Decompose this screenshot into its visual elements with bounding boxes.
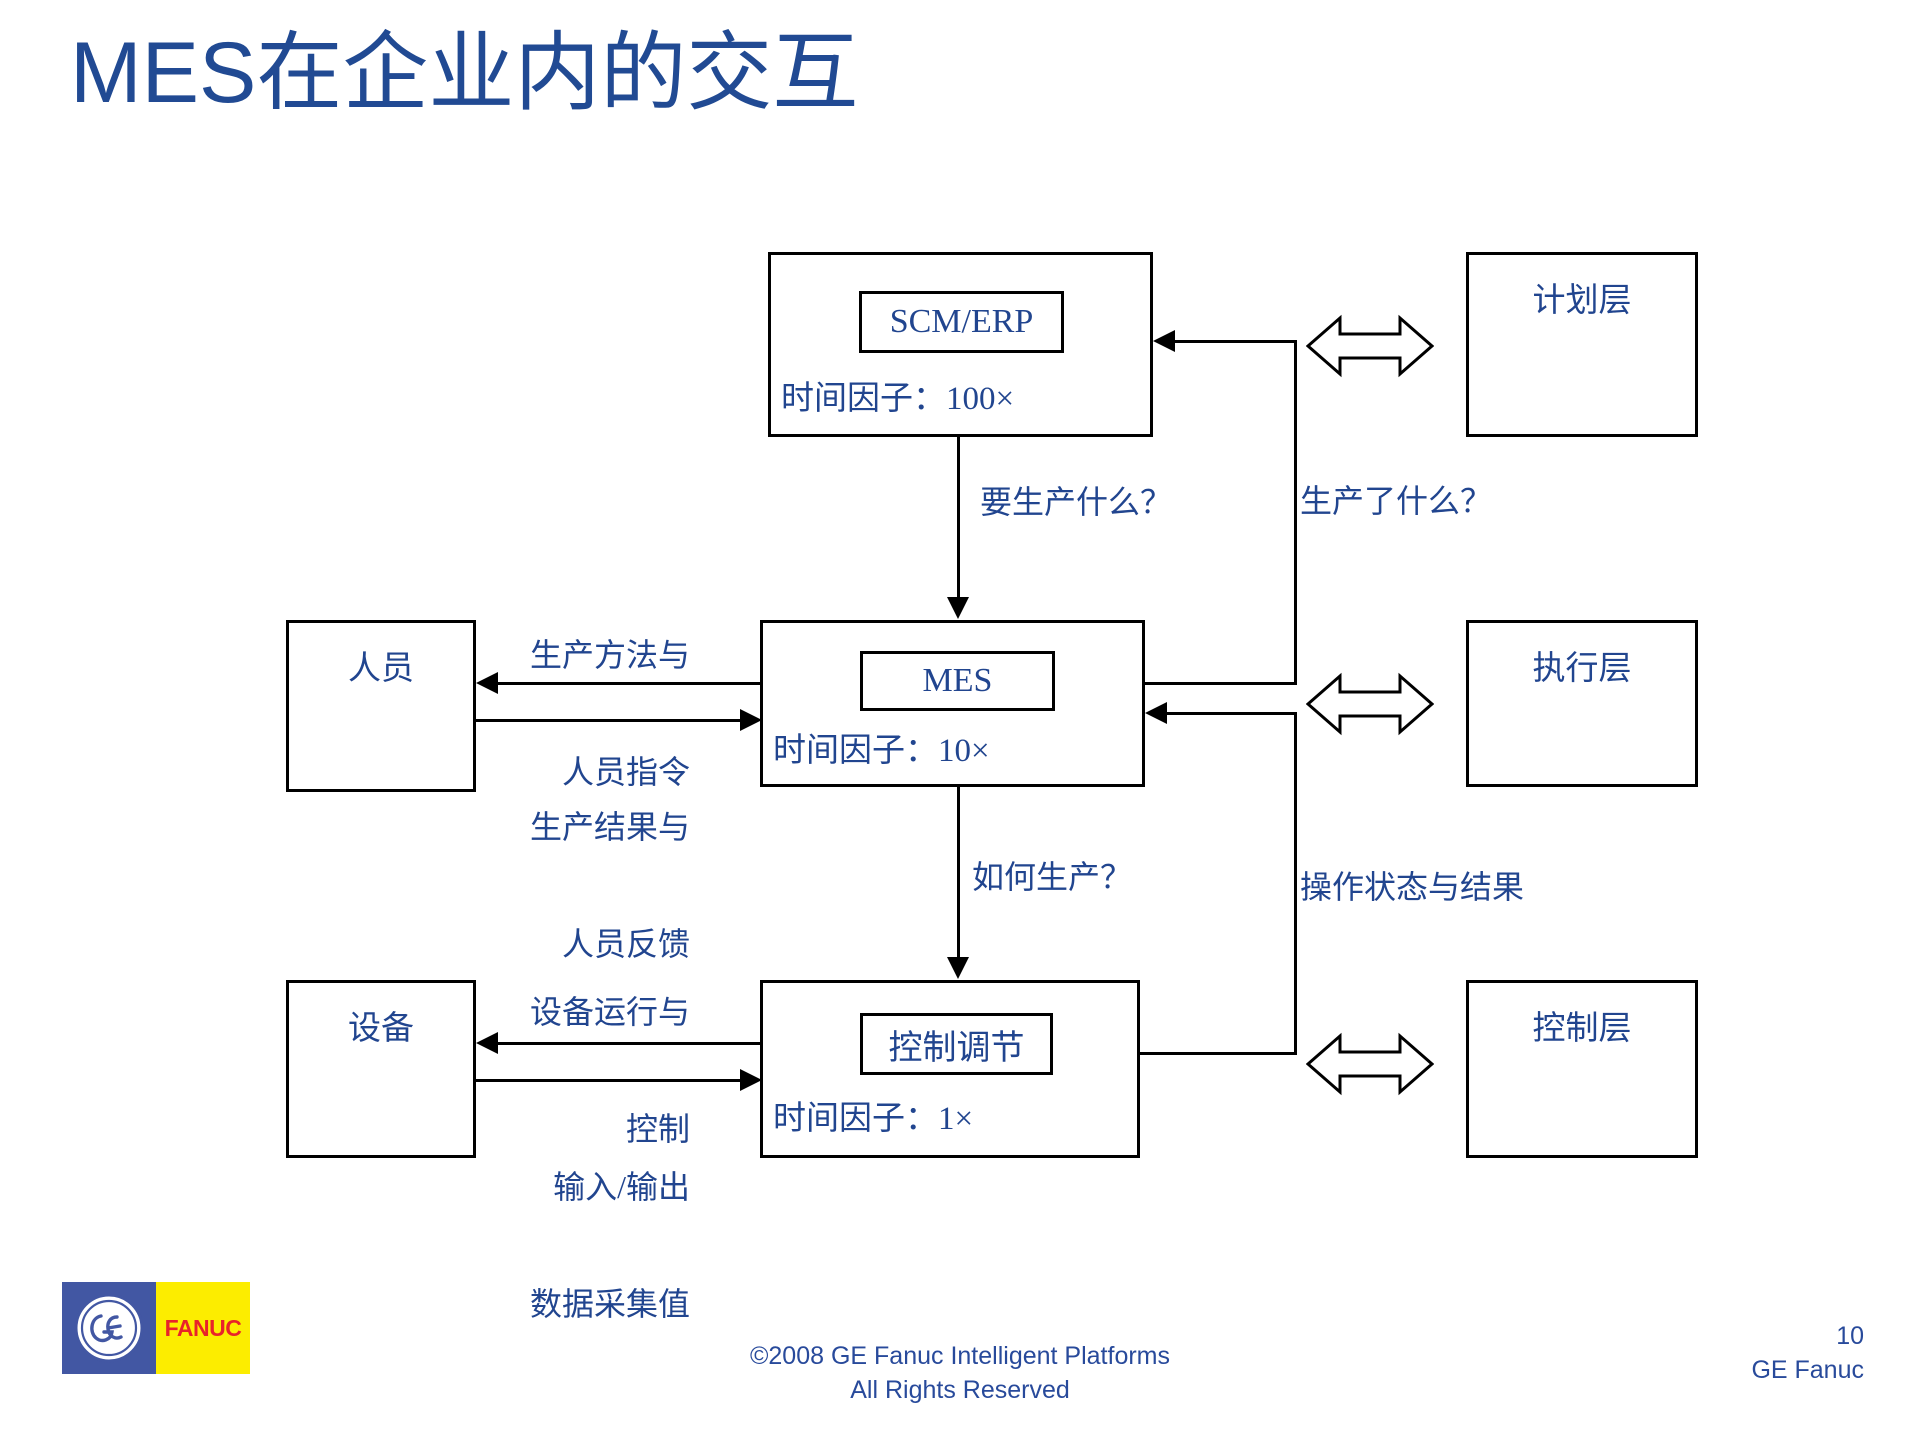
footer-copyright-line1: ©2008 GE Fanuc Intelligent Platforms <box>749 1342 1171 1370</box>
flow-label-what-to-produce: 要生产什么？ <box>980 484 1173 520</box>
feedback-mes-to-scm-vline <box>1294 340 1297 682</box>
control-to-equipment-line <box>498 1042 762 1045</box>
layer-box-control-label: 控制层 <box>1532 1011 1632 1047</box>
footer-copyright-line2: All Rights Reserved <box>850 1375 1070 1404</box>
ge-fanuc-logo: FANUC <box>62 1282 250 1374</box>
connector-scm-to-mes-line <box>957 437 960 597</box>
actor-box-personnel-label: 人员 <box>348 651 414 687</box>
feedback-control-to-mes-top-hline <box>1167 712 1297 715</box>
flow-label-io-data-line1: 输入/输出 <box>553 1169 690 1206</box>
flow-label-io-data-line2: 数据采集值 <box>529 1286 690 1323</box>
flow-label-equipment-run-line2: 控制 <box>625 1111 690 1148</box>
flow-label-production-method-line1: 生产方法与 <box>529 637 690 674</box>
feedback-mes-to-scm-arrowhead <box>1153 330 1175 352</box>
flow-label-how-to-produce: 如何生产？ <box>972 859 1133 895</box>
center-box-scm-erp-label: SCM/ERP <box>859 291 1064 353</box>
equipment-to-control-line <box>476 1079 740 1082</box>
center-box-control-adjust: 控制调节 时间因子：1× <box>760 980 1140 1158</box>
mes-to-personnel-line <box>498 682 762 685</box>
double-arrow-execution <box>1306 668 1434 740</box>
layer-box-planning-label: 计划层 <box>1532 283 1632 319</box>
layer-box-planning: 计划层 <box>1466 252 1698 437</box>
actor-box-equipment-label: 设备 <box>348 1011 414 1047</box>
layer-box-control: 控制层 <box>1466 980 1698 1158</box>
center-box-mes: MES 时间因子：10× <box>760 620 1145 787</box>
center-box-control-adjust-time-factor: 时间因子：1× <box>773 1101 974 1137</box>
personnel-to-mes-line <box>476 719 740 722</box>
center-box-mes-time-factor: 时间因子：10× <box>773 733 990 769</box>
flow-label-what-was-produced: 生产了什么？ <box>1300 483 1493 519</box>
flow-label-production-result-line2: 人员反馈 <box>561 926 690 963</box>
center-box-scm-erp: SCM/ERP 时间因子：100× <box>768 252 1153 437</box>
flow-label-equipment-run: 设备运行与 控制 <box>440 915 690 1227</box>
personnel-to-mes-arrowhead <box>740 709 762 731</box>
fanuc-wordmark: FANUC <box>156 1282 250 1374</box>
feedback-mes-to-scm-top-hline <box>1175 340 1297 343</box>
flow-label-production-result: 生产结果与 人员反馈 <box>440 730 690 1042</box>
page-number: 10 <box>1836 1322 1864 1350</box>
flow-label-production-result-line1: 生产结果与 <box>529 809 690 846</box>
feedback-control-to-mes-bottom-hline <box>1138 1052 1297 1055</box>
ge-monogram-icon <box>62 1282 156 1374</box>
footer-page-info: 10 GE Fanuc <box>1751 1320 1864 1388</box>
connector-mes-to-control-line <box>957 787 960 957</box>
page-title: MES在企业内的交互 <box>70 25 859 121</box>
double-arrow-planning <box>1306 310 1434 382</box>
layer-box-execution-label: 执行层 <box>1532 651 1632 687</box>
connector-mes-to-control-arrowhead <box>947 957 969 979</box>
center-box-mes-label: MES <box>860 651 1055 711</box>
center-box-scm-erp-time-factor: 时间因子：100× <box>781 381 1015 417</box>
control-to-equipment-arrowhead <box>476 1032 498 1054</box>
layer-box-execution: 执行层 <box>1466 620 1698 787</box>
feedback-control-to-mes-vline <box>1294 712 1297 1052</box>
fanuc-wordmark-text: FANUC <box>164 1314 242 1341</box>
double-arrow-control <box>1306 1028 1434 1100</box>
flow-label-equipment-run-line1: 设备运行与 <box>529 994 690 1031</box>
actor-box-personnel: 人员 <box>286 620 476 792</box>
mes-to-personnel-arrowhead <box>476 672 498 694</box>
feedback-control-to-mes-arrowhead <box>1145 702 1167 724</box>
footer-copyright: ©2008 GE Fanuc Intelligent Platforms All… <box>0 1340 1920 1408</box>
flow-label-production-method: 生产方法与 人员指令 <box>440 558 690 870</box>
flow-label-operation-status-result: 操作状态与结果 <box>1300 869 1525 905</box>
feedback-mes-to-scm-bottom-hline <box>1142 682 1297 685</box>
actor-box-equipment: 设备 <box>286 980 476 1158</box>
connector-scm-to-mes-arrowhead <box>947 597 969 619</box>
center-box-control-adjust-label: 控制调节 <box>860 1013 1053 1075</box>
flow-label-io-data: 输入/输出 数据采集值 <box>430 1090 690 1402</box>
footer-company: GE Fanuc <box>1751 1355 1864 1384</box>
equipment-to-control-arrowhead <box>740 1069 762 1091</box>
flow-label-production-method-line2: 人员指令 <box>561 754 690 791</box>
